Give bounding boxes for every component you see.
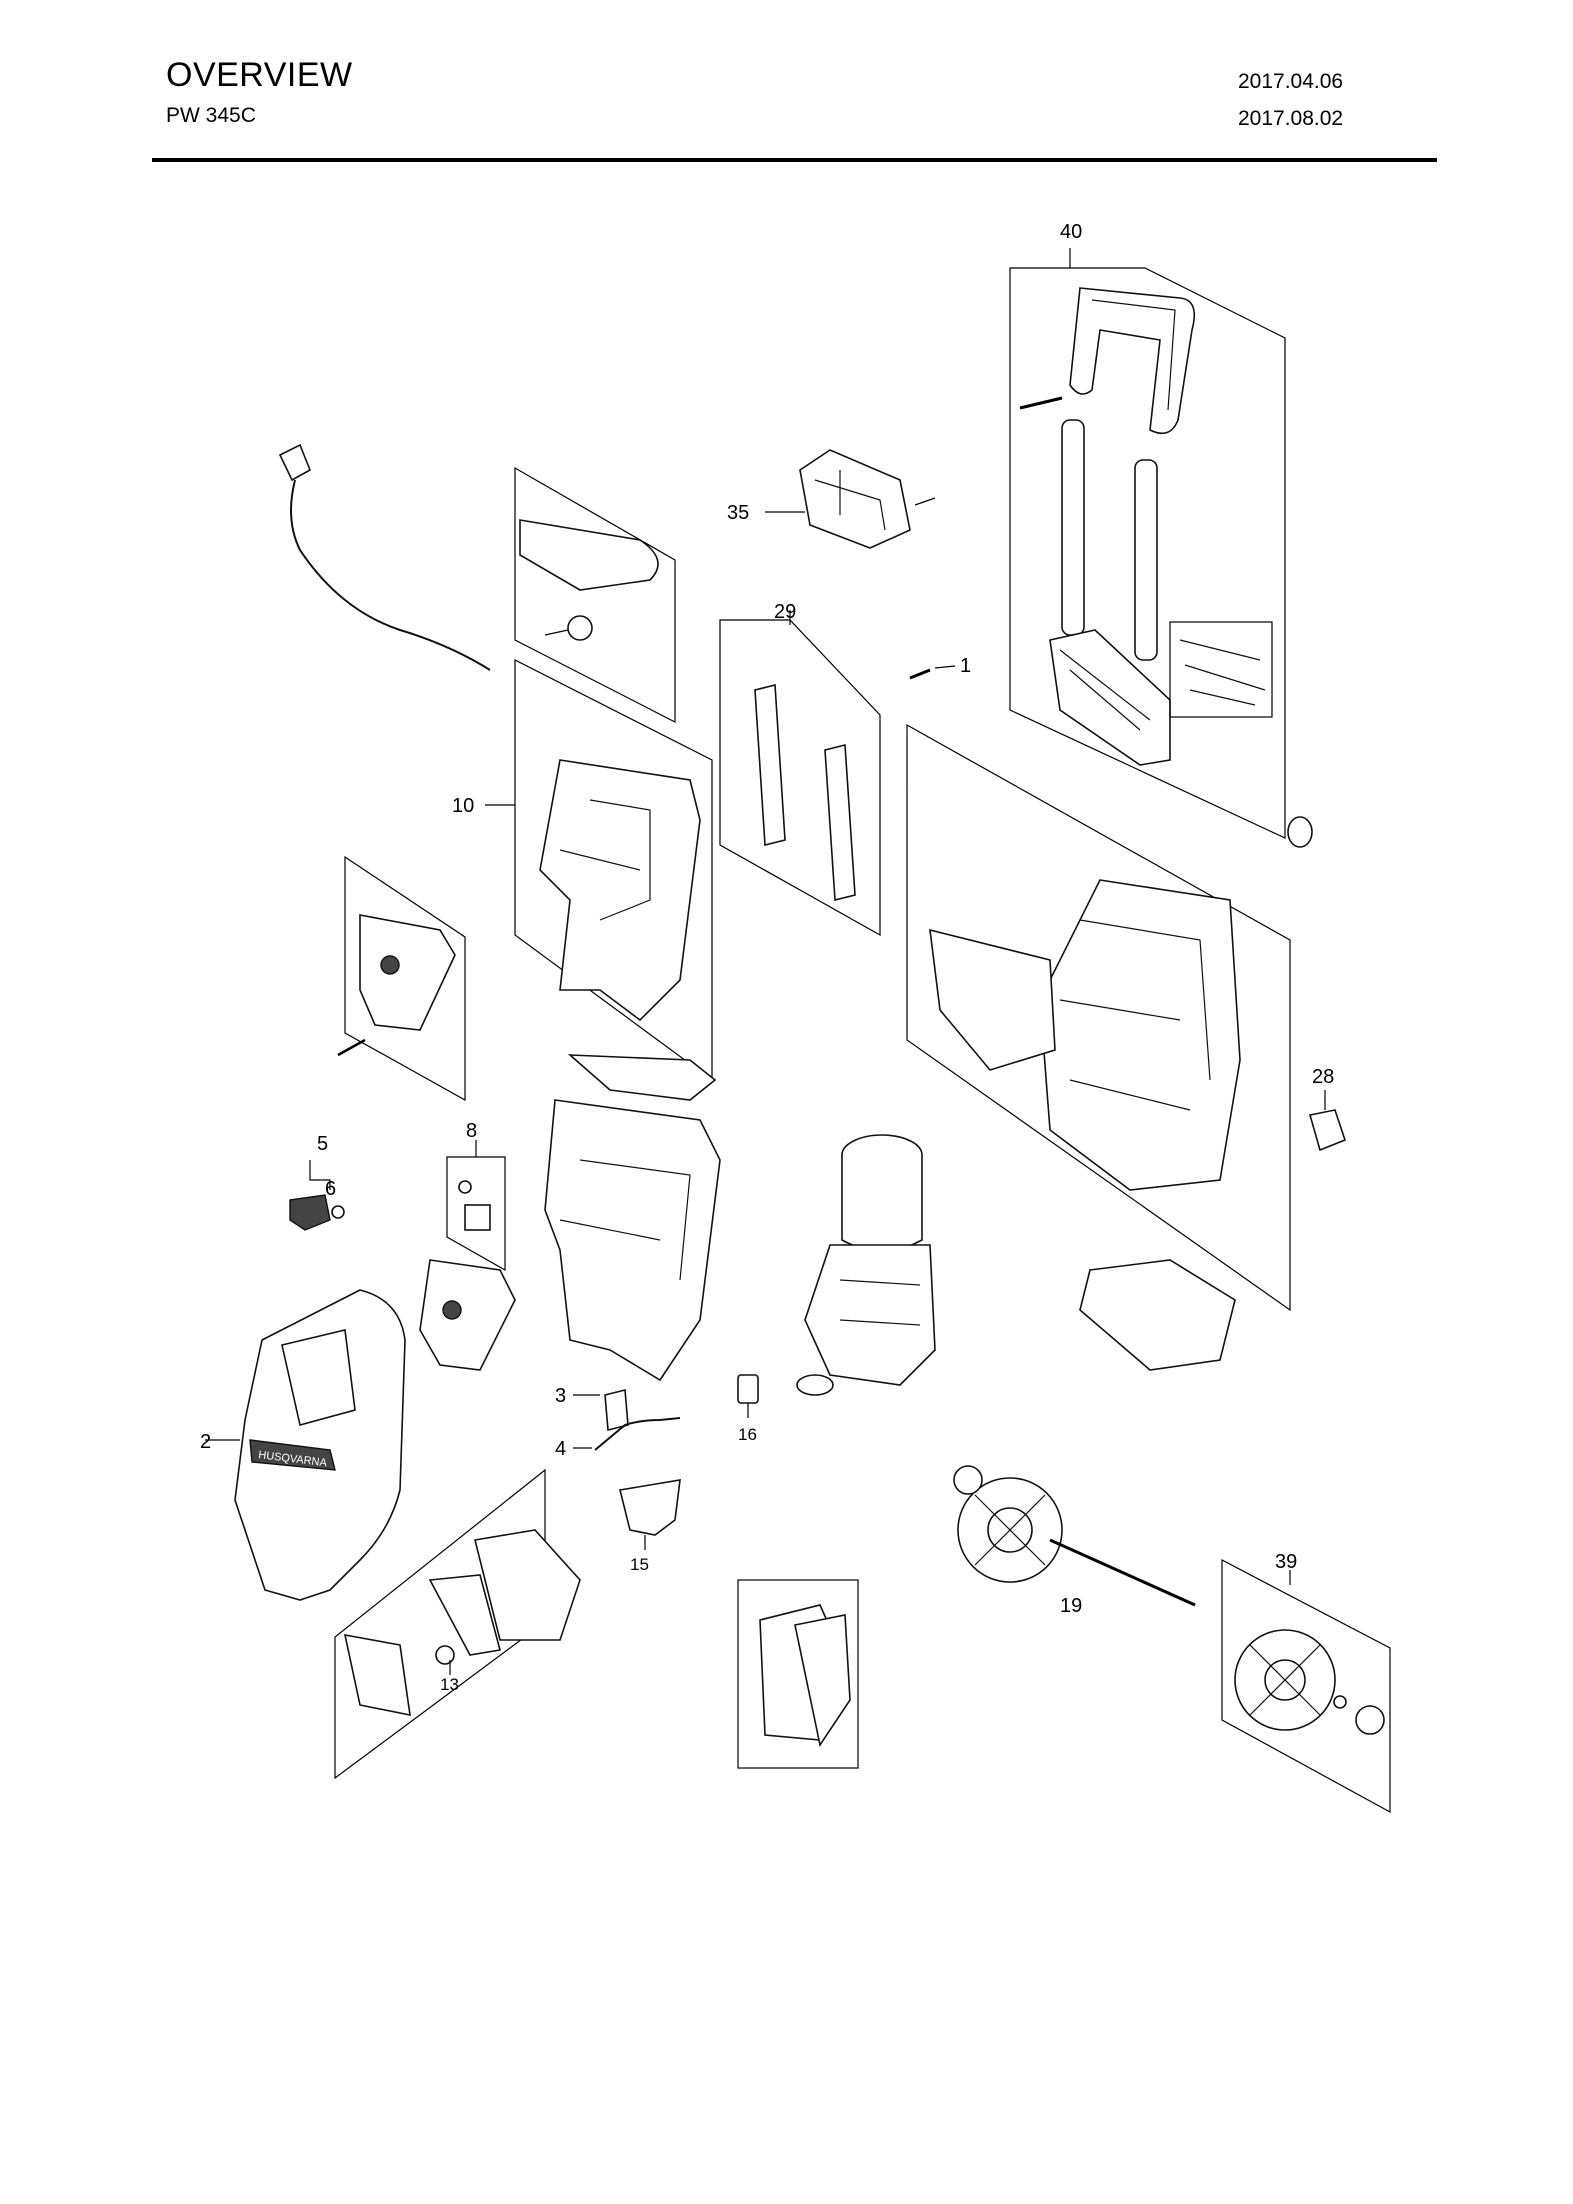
- bracket-part: 35: [727, 449, 936, 549]
- power-cord: [278, 443, 491, 671]
- callout-15: 15: [630, 1555, 649, 1574]
- upper-cover-group: [514, 466, 676, 723]
- switch-box-group: 8: [446, 1120, 506, 1272]
- filter-group: 13: [334, 1468, 581, 1780]
- model-number: PW 345C: [166, 104, 256, 127]
- callout-6: 6: [325, 1178, 336, 1200]
- pump-motor: [796, 1134, 936, 1396]
- callout-5: 5: [317, 1133, 328, 1155]
- callout-28: 28: [1312, 1066, 1334, 1088]
- callout-39: 39: [1275, 1551, 1297, 1573]
- callout-13: 13: [440, 1675, 459, 1694]
- wheel-group: 39: [1221, 1551, 1391, 1814]
- callout-10: 10: [452, 795, 474, 817]
- clip-part: 28: [1308, 1066, 1346, 1152]
- knob-part: 5 6: [289, 1133, 345, 1231]
- fitting-part: 16: [737, 1374, 759, 1444]
- date-revised: 2017.08.02: [1238, 107, 1344, 130]
- page-title: OVERVIEW: [166, 56, 353, 94]
- chassis-group: [906, 723, 1291, 1371]
- header-divider: [152, 158, 1437, 162]
- callout-35: 35: [727, 502, 749, 524]
- control-panel-group: [337, 855, 466, 1102]
- small-parts-3-4: 3 4: [555, 1385, 681, 1460]
- callout-4: 4: [555, 1438, 566, 1460]
- callout-19: 19: [1060, 1595, 1082, 1617]
- callout-1: 1: [960, 655, 971, 677]
- frame-half-group: 10: [452, 659, 713, 1082]
- cup-part: 15: [619, 1479, 681, 1574]
- handle-assembly-group: 40: [1009, 221, 1313, 848]
- callout-29: 29: [774, 601, 796, 623]
- callout-3: 3: [555, 1385, 566, 1407]
- wheel-axle-group: 19: [953, 1465, 1196, 1617]
- callout-8: 8: [466, 1120, 477, 1142]
- side-panels-group: [737, 1579, 859, 1769]
- screw-part: 1: [909, 655, 971, 680]
- callout-40: 40: [1060, 221, 1082, 243]
- date-created: 2017.04.06: [1238, 70, 1344, 93]
- cover-strips-group: 29: [719, 601, 881, 937]
- frame-half-lower: [544, 1054, 721, 1382]
- callout-16: 16: [738, 1425, 757, 1444]
- callout-2: 2: [200, 1431, 211, 1453]
- front-housing: 2 HUSQVARNA: [200, 1289, 406, 1601]
- control-panel-lower: [419, 1259, 516, 1371]
